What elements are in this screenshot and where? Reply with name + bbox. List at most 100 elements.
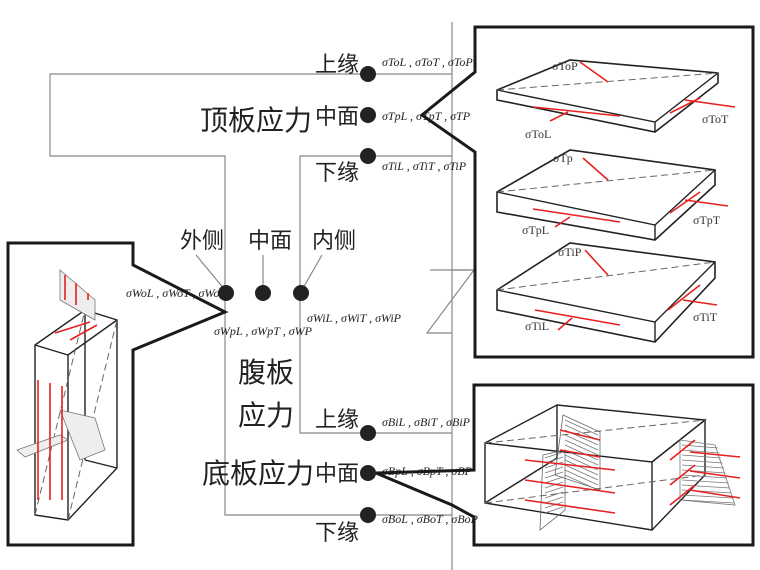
web-mid-label: 中面 — [248, 229, 292, 254]
plate-mid-body — [496, 149, 716, 241]
arrow-tiL — [534, 309, 621, 326]
hatch-line — [544, 506, 564, 514]
plate-mid-label-l: σTpL — [522, 223, 549, 237]
arrow-tiL-cross — [557, 317, 573, 331]
plate-lower-diagonal — [496, 261, 716, 291]
plate-lower-label-p: σTiP — [558, 245, 582, 259]
top-lower-label: 下缘 — [315, 161, 359, 186]
node-web-outer — [218, 285, 234, 301]
plate-mid-diagonal — [496, 169, 716, 193]
hatch-plane-center — [539, 414, 601, 531]
hatch-line — [564, 434, 599, 451]
plate-lower-label-l: σTiL — [525, 319, 549, 333]
arrow-tiT — [682, 299, 718, 306]
node-web-inner — [293, 285, 309, 301]
stress-bottom-lower: σBoL , σBoT , σBoP — [382, 512, 479, 526]
web-hatch-top — [59, 269, 96, 321]
hatch-line — [564, 464, 599, 481]
web-box-drawing — [16, 269, 118, 521]
hatch-plane-right — [679, 439, 736, 506]
bottom-upper-label: 上缘 — [315, 408, 359, 433]
node-bottom-mid — [360, 465, 376, 481]
hatch-line — [544, 476, 564, 484]
bottom-arrow-5 — [559, 449, 601, 458]
hatch-line — [681, 494, 734, 499]
web-box-back-bottom — [84, 459, 118, 469]
bottom-arrow-2 — [524, 479, 616, 494]
plate-upper-label-t: σToT — [702, 112, 729, 126]
hatch-line — [544, 501, 564, 509]
hatch-line — [564, 439, 599, 456]
node-bottom-upper — [360, 425, 376, 441]
inner-connector-line — [299, 155, 367, 434]
stress-labels: σToL , σToT , σToP σTpL , σTpT , σTP σTi… — [126, 55, 479, 526]
stress-top-lower: σTiL , σTiT , σTiP — [382, 159, 467, 173]
bottom-box-dash-top — [484, 419, 706, 444]
bottom-arrow-9 — [669, 439, 696, 461]
hatch-line — [681, 499, 735, 504]
arrow-toL-cross — [549, 111, 569, 122]
hatch-line — [681, 449, 720, 454]
hatch-line — [681, 484, 731, 489]
arrow-toT-in — [669, 97, 701, 114]
bottom-box-edges — [484, 418, 706, 531]
stress-web-outer: σWoL , σWoT , σWoP — [126, 286, 227, 300]
node-top-mid — [360, 107, 376, 123]
hatch-line — [544, 496, 564, 504]
plate-upper-body — [496, 59, 719, 133]
plate-upper-label-p: σToP — [552, 59, 578, 73]
outer-connector-line — [49, 73, 367, 516]
bottom-arrow-10 — [669, 464, 696, 486]
inner-leader-line — [301, 254, 323, 291]
hatch-line — [681, 454, 722, 459]
web-arrow-7 — [54, 321, 91, 334]
arrow-tiP — [584, 249, 609, 276]
web-hatch-right — [59, 409, 106, 461]
hatch-line — [681, 474, 728, 479]
top-flange-inset: σToP σToL σToT σTp σTpL σTpT — [419, 25, 755, 359]
web-hatch-left — [16, 434, 69, 458]
stress-top-upper: σToL , σToT , σToP — [382, 55, 473, 69]
plate-upper-label-l: σToL — [525, 127, 551, 141]
bottom-flange-label: 底板应力 — [202, 457, 314, 490]
hatch-line — [564, 459, 599, 476]
bottom-box-back-bottom — [484, 457, 558, 504]
hatch-line — [544, 451, 564, 459]
stress-top-mid: σTpL , σTpT , σTP — [382, 109, 471, 123]
nodes — [218, 66, 376, 523]
web-outer-label: 外侧 — [180, 229, 224, 254]
divider-zigzag — [425, 269, 476, 334]
hatch-line — [544, 491, 564, 499]
arrow-tpL-cross — [554, 216, 571, 228]
bottom-arrow-8 — [689, 489, 741, 499]
arrow-tp — [582, 157, 609, 181]
bottom-arrow-7 — [689, 470, 741, 479]
plate-mid-label-p: σTp — [553, 151, 573, 165]
plate-mid-label-t: σTpT — [693, 213, 721, 227]
web-inset — [6, 241, 229, 547]
node-top-upper — [360, 66, 376, 82]
web-inner-label: 内侧 — [312, 229, 356, 254]
hatch-line — [564, 469, 599, 486]
arrow-tpT-in — [669, 191, 701, 214]
web-inset-callout-frame — [6, 241, 229, 547]
web-label-line2: 应力 — [238, 399, 294, 432]
web-label-line1: 腹板 — [238, 356, 294, 389]
bottom-arrow-3 — [524, 499, 616, 514]
top-flange-label: 顶板应力 — [200, 104, 312, 137]
hatch-line — [681, 464, 725, 469]
arrow-toL — [532, 106, 621, 117]
hatch-line — [544, 481, 564, 489]
hatch-line — [564, 419, 599, 436]
bottom-arrow-1 — [524, 459, 616, 471]
top-inset-callout-frame — [419, 25, 755, 359]
stress-web-inner: σWiL , σWiT , σWiP — [307, 311, 402, 325]
bottom-arrow-6 — [689, 451, 741, 458]
node-bottom-lower — [360, 507, 376, 523]
hatch-line — [681, 459, 723, 464]
bottom-box-drawing — [484, 404, 741, 531]
bottom-arrow-4 — [559, 429, 601, 441]
web-arrow-8 — [69, 324, 98, 341]
node-web-mid — [255, 285, 271, 301]
bottom-inset-callout-frame — [375, 383, 755, 547]
